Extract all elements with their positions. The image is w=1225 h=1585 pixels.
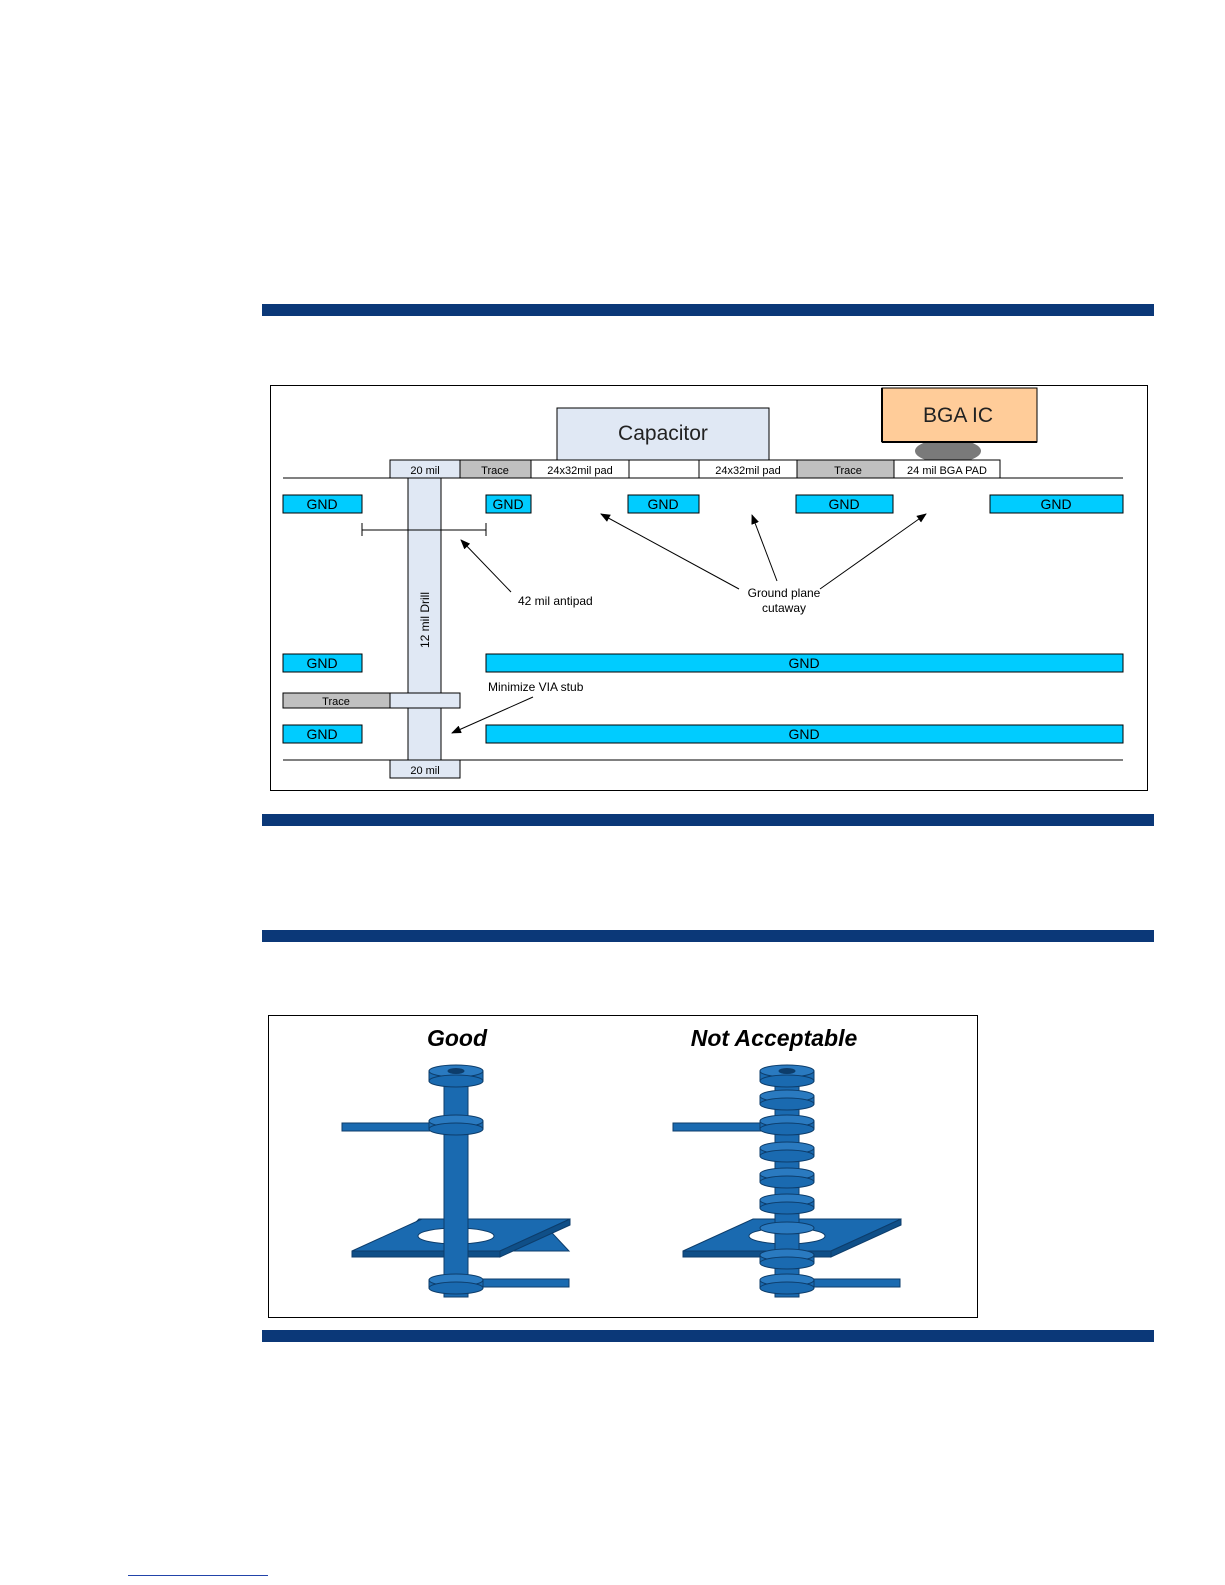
top-trace-left-label: Trace bbox=[481, 465, 509, 477]
bad-pad-7 bbox=[760, 1222, 814, 1234]
top-trace-right-label: Trace bbox=[834, 465, 862, 477]
inner-via-pad bbox=[390, 693, 460, 708]
gnd-1b-label: GND bbox=[492, 496, 523, 512]
antipad-label: 42 mil antipad bbox=[518, 594, 593, 608]
stackup-diagram: BGA IC Capacitor 20 mil Trace 24x32mil p… bbox=[271, 386, 1147, 790]
antipad-arrow bbox=[461, 540, 511, 592]
cutaway-arrow-2 bbox=[752, 515, 777, 581]
inner-trace-label: Trace bbox=[322, 696, 350, 708]
stackup-figure: BGA IC Capacitor 20 mil Trace 24x32mil p… bbox=[270, 385, 1148, 791]
good-label: Good bbox=[427, 1025, 488, 1051]
gnd-3a-label: GND bbox=[306, 726, 337, 742]
footnote-separator bbox=[128, 1575, 268, 1576]
top-pad-20mil-label: 20 mil bbox=[410, 465, 439, 477]
bottom-pad-label: 20 mil bbox=[410, 765, 439, 777]
gnd-1a-label: GND bbox=[306, 496, 337, 512]
bga-pad-label: 24 mil BGA PAD bbox=[907, 465, 987, 477]
gnd-1c-label: GND bbox=[647, 496, 678, 512]
via-drill-label: 12 mil Drill bbox=[418, 592, 432, 648]
cutaway-label-1: Ground plane bbox=[748, 586, 821, 600]
good-via-barrel bbox=[444, 1074, 468, 1297]
bga-ic-label: BGA IC bbox=[923, 404, 993, 427]
good-plane-edge bbox=[352, 1251, 500, 1257]
cap-gap bbox=[629, 460, 699, 478]
cutaway-arrow-1 bbox=[601, 514, 739, 589]
cap-pad-left-label: 24x32mil pad bbox=[547, 465, 612, 477]
cutaway-label-2: cutaway bbox=[762, 601, 806, 615]
gnd-2a-label: GND bbox=[306, 655, 337, 671]
gnd-1e-label: GND bbox=[1040, 496, 1071, 512]
capacitor-label: Capacitor bbox=[618, 422, 708, 445]
cutaway-arrow-3 bbox=[820, 514, 926, 589]
bad-via bbox=[673, 1065, 901, 1297]
section-rule-3 bbox=[262, 930, 1154, 942]
gnd-3b-label: GND bbox=[788, 726, 819, 742]
section-rule-2 bbox=[262, 814, 1154, 826]
via-compare-diagram: Good Not Acceptable bbox=[269, 1016, 977, 1317]
section-rule-4 bbox=[262, 1330, 1154, 1342]
gnd-2b-label: GND bbox=[788, 655, 819, 671]
section-rule-1 bbox=[262, 304, 1154, 316]
good-via bbox=[342, 1065, 570, 1297]
via-compare-figure: Good Not Acceptable bbox=[268, 1015, 978, 1318]
bad-label: Not Acceptable bbox=[691, 1025, 858, 1051]
stub-label: Minimize VIA stub bbox=[488, 680, 584, 694]
gnd-1d-label: GND bbox=[828, 496, 859, 512]
cap-pad-right-label: 24x32mil pad bbox=[715, 465, 780, 477]
